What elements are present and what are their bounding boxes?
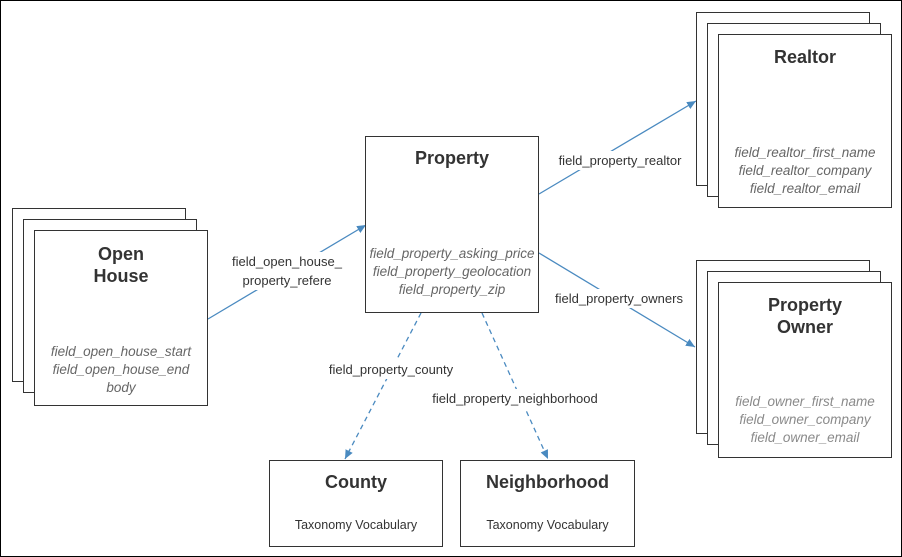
open-house-title-line-2: House (93, 266, 149, 286)
field-item: field_realtor_company (738, 163, 872, 178)
field-item: field_owner_first_name (735, 394, 875, 409)
county-title: County (325, 472, 387, 492)
edge-property-neighborhood (481, 312, 549, 460)
edge-label-realtor: field_property_realtor (549, 151, 691, 170)
field-item: field_property_asking_price (369, 246, 535, 261)
field-item: field_realtor_email (749, 181, 861, 196)
field-item: body (106, 380, 136, 395)
property-owner-title-line-2: Owner (776, 317, 833, 337)
property-owner-title-line-1: Property (767, 295, 843, 315)
field-item: field_property_zip (398, 282, 506, 297)
edge-label-county: field_property_county (321, 360, 461, 379)
edge-label-line-2: property_refere (242, 273, 332, 288)
edge-label-open-house-ref: field_open_house_ property_refere (223, 252, 351, 290)
property-owner-title: Property Owner (719, 294, 891, 338)
property-owner-fields: field_owner_first_name field_owner_compa… (719, 393, 891, 447)
property-entity[interactable]: Property field_property_asking_price fie… (365, 136, 539, 313)
open-house-title-line-1: Open (97, 244, 144, 264)
neighborhood-entity[interactable]: Neighborhood Taxonomy Vocabulary (460, 460, 635, 547)
county-entity[interactable]: County Taxonomy Vocabulary (269, 460, 443, 547)
open-house-entity[interactable]: Open House field_open_house_start field_… (34, 230, 208, 406)
edge-label-neighborhood: field_property_neighborhood (425, 389, 605, 408)
field-item: field_property_geolocation (372, 264, 532, 279)
field-item: field_open_house_start (50, 344, 192, 359)
property-title: Property (414, 148, 490, 168)
field-item: field_owner_email (750, 430, 860, 445)
neighborhood-title: Neighborhood (486, 472, 609, 492)
field-item: field_open_house_end (52, 362, 190, 377)
open-house-title: Open House (35, 243, 207, 287)
neighborhood-subtitle: Taxonomy Vocabulary (486, 518, 609, 532)
property-owner-entity[interactable]: Property Owner field_owner_first_name fi… (718, 282, 892, 458)
edge-label-line-1: field_open_house_ (232, 254, 342, 269)
property-fields: field_property_asking_price field_proper… (366, 245, 538, 299)
field-item: field_realtor_first_name (734, 145, 876, 160)
edge-label-owners: field_property_owners (548, 289, 690, 308)
edge-property-county (344, 312, 422, 460)
realtor-fields: field_realtor_first_name field_realtor_c… (719, 144, 891, 198)
open-house-fields: field_open_house_start field_open_house_… (35, 343, 207, 397)
county-subtitle: Taxonomy Vocabulary (294, 518, 418, 532)
edge-property-realtor (538, 100, 697, 195)
realtor-title: Realtor (773, 47, 836, 67)
field-item: field_owner_company (739, 412, 871, 427)
realtor-entity[interactable]: Realtor field_realtor_first_name field_r… (718, 34, 892, 208)
